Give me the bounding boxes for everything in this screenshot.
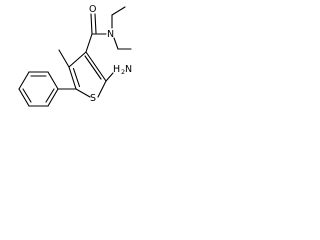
bond-c3-carbonyl	[85, 33, 93, 53]
bond-ph-1-2	[47, 71, 59, 90]
bond-carbonyl-o	[90, 13, 93, 35]
bond-ph-3-4	[18, 71, 30, 90]
sulfur-label: S	[90, 93, 96, 104]
bond-ph-4-5	[18, 88, 30, 107]
amine-h-label: H	[113, 64, 120, 75]
molecule-drawing: O N S H 2 N	[18, 4, 132, 107]
bond-c4-c5-double	[72, 67, 81, 88]
amine-subscript-label: 2	[121, 68, 125, 76]
bond-n-ethyl1-b	[111, 6, 126, 16]
amine-nitrogen-label: N	[125, 64, 132, 75]
bond-carbonyl-o-double	[94, 13, 97, 34]
bond-c4-methyl	[58, 49, 70, 68]
amide-nitrogen-label: N	[107, 29, 114, 40]
bond-c4-c5	[68, 66, 77, 90]
structure-canvas: O N S H 2 N	[0, 0, 134, 118]
bond-n-ethyl2-a	[113, 37, 119, 50]
bond-ph-6-1	[47, 88, 59, 107]
bond-c2-c3	[85, 51, 107, 82]
bond-s-c2	[97, 80, 107, 98]
bond-ph-inner-2	[22, 88, 32, 103]
bond-c3-c4	[68, 51, 87, 68]
oxygen-label: O	[89, 4, 96, 15]
bond-ph-inner-3	[45, 88, 55, 103]
bond-c2-nh2	[105, 72, 114, 82]
bond-c5-s	[75, 88, 91, 98]
bond-c2-c3-double	[84, 55, 102, 80]
